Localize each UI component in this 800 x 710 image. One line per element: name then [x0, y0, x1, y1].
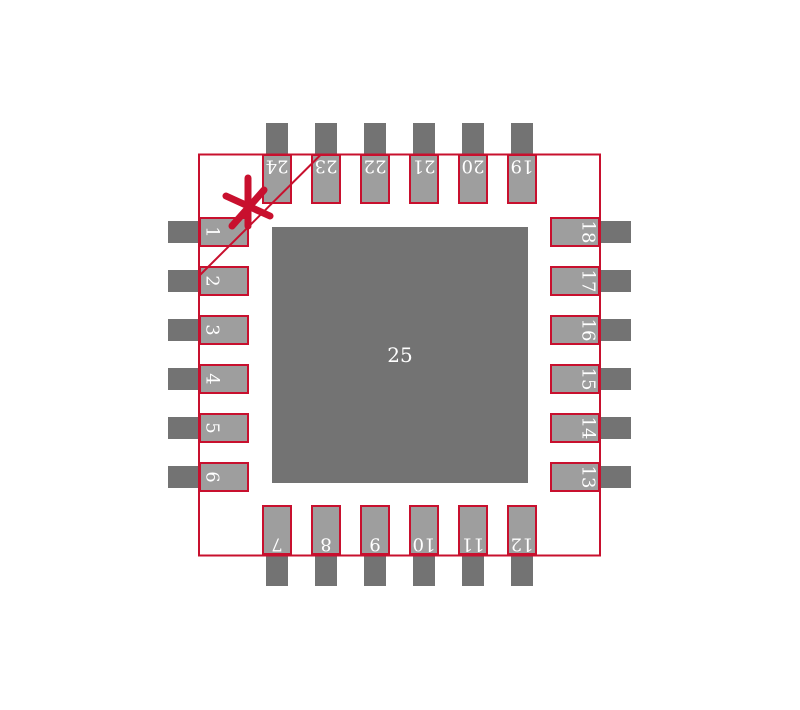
pin-pad: [409, 154, 439, 204]
pin-number-label: 18: [578, 221, 599, 244]
pin-number-label: 9: [369, 534, 380, 555]
pin-number-label: 11: [462, 534, 485, 555]
silkscreen-outline: [198, 153, 601, 557]
pin-number-label: 15: [578, 368, 599, 391]
pin-number-label: 2: [202, 275, 223, 286]
pin-pad: [409, 505, 439, 555]
pin-number-label: 21: [413, 156, 436, 177]
pin-pad: [550, 217, 600, 247]
pin-pad: [199, 315, 249, 345]
pin1-marker-icon: [222, 174, 274, 230]
pin-pad: [550, 364, 600, 394]
pin-pad: [262, 154, 292, 204]
pin-pad: [507, 505, 537, 555]
pin-pad: [199, 462, 249, 492]
pin-number-label: 3: [202, 324, 223, 335]
thermal-pad-label: 25: [387, 343, 412, 367]
pin-number-label: 6: [202, 471, 223, 482]
pin-number-label: 20: [462, 156, 485, 177]
pin-pad: [262, 505, 292, 555]
pin-number-label: 1: [202, 226, 223, 237]
pin-number-label: 10: [413, 534, 436, 555]
pin-number-label: 14: [578, 417, 599, 440]
pin-pad: [199, 413, 249, 443]
pin-number-label: 8: [320, 534, 331, 555]
pin-pad: [458, 505, 488, 555]
pin-number-label: 19: [511, 156, 534, 177]
pin-number-label: 12: [511, 534, 534, 555]
pin-number-label: 5: [202, 422, 223, 433]
pin-number-label: 7: [271, 534, 282, 555]
pin-number-label: 13: [578, 466, 599, 489]
thermal-pad: [272, 227, 528, 483]
pin-pad: [550, 315, 600, 345]
pin-pad: [199, 217, 249, 247]
pin-number-label: 24: [266, 156, 289, 177]
pin-number-label: 22: [364, 156, 387, 177]
pin-pad: [199, 364, 249, 394]
pin-pad: [311, 505, 341, 555]
pin-number-label: 17: [578, 270, 599, 293]
pin-number-label: 16: [578, 319, 599, 342]
pin-number-label: 23: [315, 156, 338, 177]
body-outline: [198, 153, 601, 557]
pin-pad: [360, 505, 390, 555]
pin-number-label: 4: [202, 373, 223, 384]
